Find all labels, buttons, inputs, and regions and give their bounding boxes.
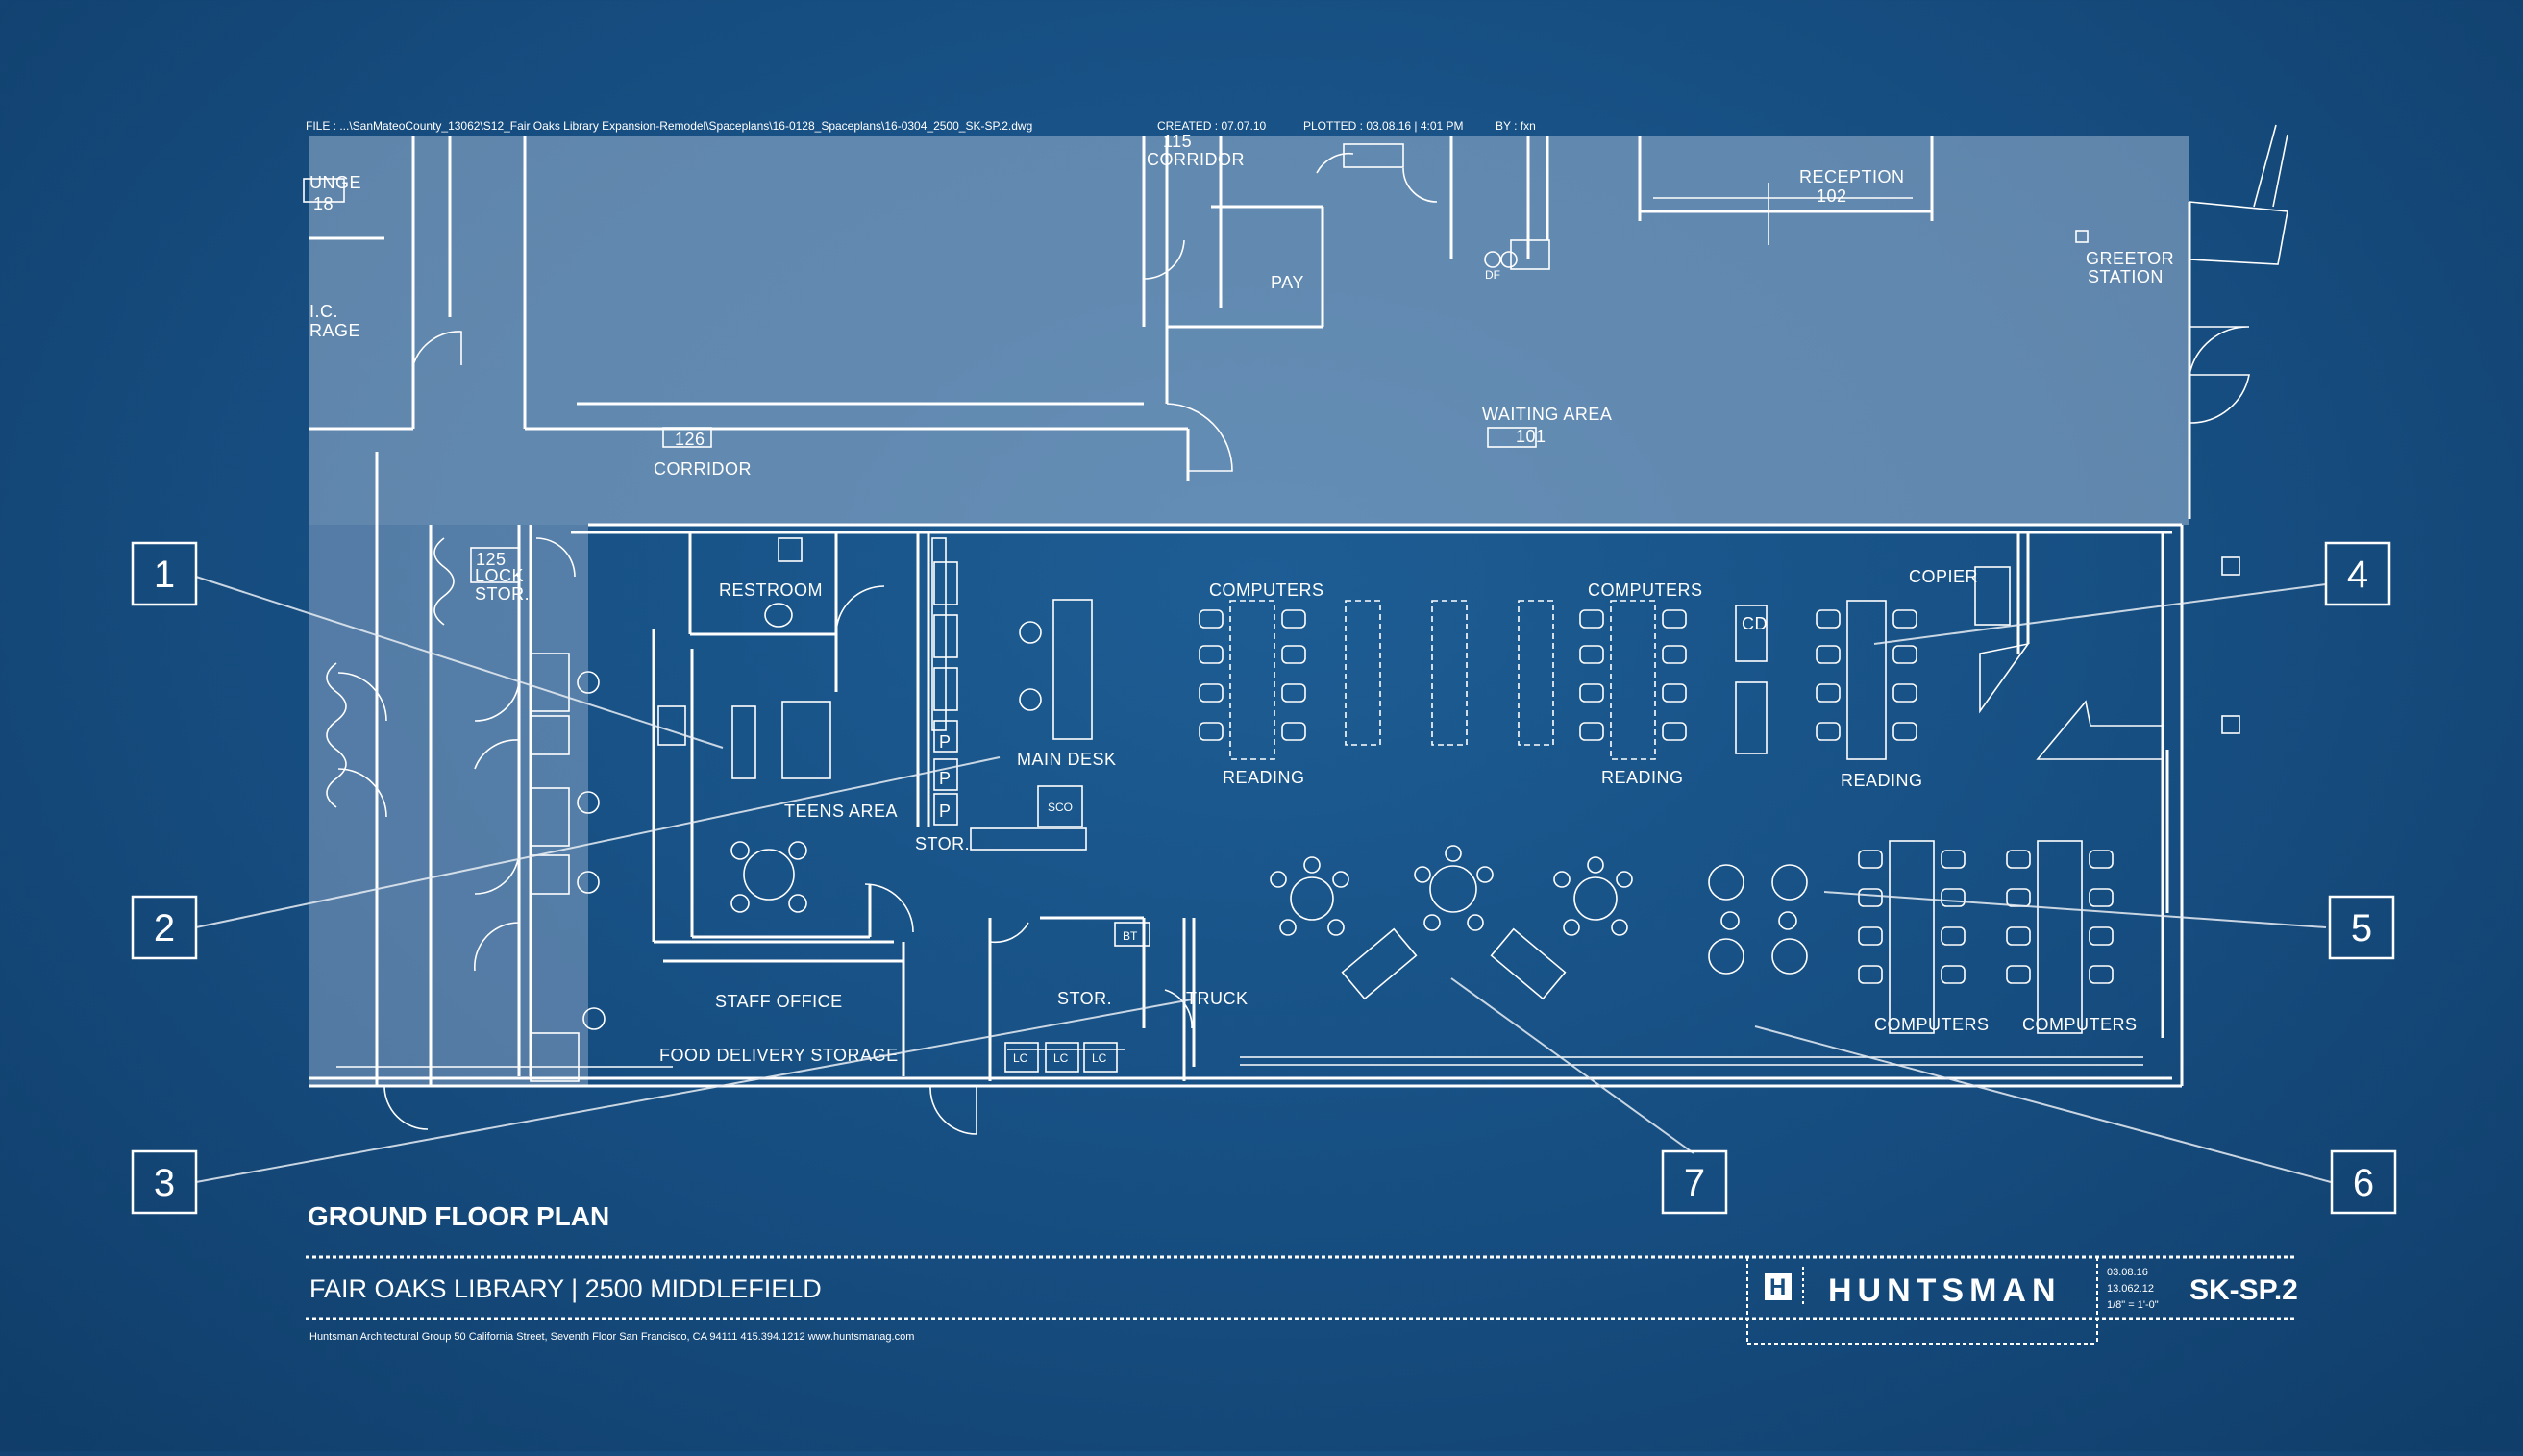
label-p-2: P — [939, 769, 952, 788]
huntsman-logo: H HUNTSMAN — [1765, 1267, 2062, 1309]
room-greetor-b: STATION — [2088, 267, 2164, 286]
project-name: FAIR OAKS LIBRARY | 2500 MIDDLEFIELD — [309, 1274, 822, 1303]
partition-curve — [326, 662, 347, 808]
svg-text:2: 2 — [154, 907, 175, 950]
drawing-scale: 1/8" = 1'-0" — [2107, 1299, 2159, 1311]
partition-curve-upper — [433, 537, 455, 626]
room-corridor-126: CORRIDOR — [654, 459, 752, 479]
room-stor-small: STOR. — [915, 834, 970, 853]
room-lock-stor-no: 125 — [476, 550, 507, 569]
room-corridor-115-no: 115 — [1163, 132, 1192, 151]
room-reception: RECEPTION — [1799, 167, 1905, 186]
computer-stations — [1199, 600, 2114, 1034]
label-cd: CD — [1742, 614, 1768, 633]
svg-text:1: 1 — [154, 554, 175, 596]
sheet-number: SK-SP.2 — [2189, 1274, 2298, 1306]
room-restroom: RESTROOM — [719, 580, 823, 600]
label-reading-1: READING — [1223, 768, 1305, 787]
room-corridor-115: CORRIDOR — [1147, 150, 1245, 169]
svg-text:4: 4 — [2347, 554, 2368, 596]
callout-4: 4 — [2324, 541, 2391, 606]
svg-text:5: 5 — [2351, 907, 2372, 950]
created-date: CREATED : 07.07.10 — [1157, 119, 1266, 133]
label-reading-2: READING — [1601, 768, 1684, 787]
label-computers-2: COMPUTERS — [1588, 580, 1703, 600]
svg-text:7: 7 — [1684, 1162, 1705, 1204]
room-food-delivery: FOOD DELIVERY STORAGE — [659, 1046, 899, 1065]
fixtures — [303, 143, 2089, 1082]
plan-title: GROUND FLOOR PLAN — [308, 1201, 609, 1231]
callout-2: 2 — [131, 895, 198, 960]
label-copier: COPIER — [1909, 567, 1978, 586]
svg-text:HUNTSMAN: HUNTSMAN — [1828, 1272, 2062, 1309]
plotted-date: PLOTTED : 03.08.16 | 4:01 PM — [1303, 119, 1464, 133]
room-ec-b: RAGE — [309, 321, 360, 340]
label-lc-3: LC — [1092, 1051, 1107, 1065]
room-staff-office: STAFF OFFICE — [715, 992, 843, 1011]
callout-7: 7 — [1661, 1149, 1728, 1215]
label-computers-4: COMPUTERS — [2022, 1015, 2138, 1034]
room-ec-a: I.C. — [309, 302, 338, 321]
wall-lines — [309, 124, 2288, 1088]
label-computers-3: COMPUTERS — [1874, 1015, 1990, 1034]
reading-tables — [577, 621, 1808, 1030]
room-teens-area: TEENS AREA — [784, 802, 898, 821]
label-computers-1: COMPUTERS — [1209, 580, 1324, 600]
label-bt: BT — [1123, 929, 1138, 943]
firm-address: Huntsman Architectural Group 50 Californ… — [309, 1331, 914, 1343]
room-corridor-126-no: 126 — [675, 430, 705, 449]
svg-text:H: H — [1769, 1274, 1786, 1300]
drawn-by: BY : fxn — [1496, 119, 1536, 133]
room-stor: STOR. — [1057, 989, 1112, 1008]
callout-6: 6 — [2330, 1149, 2397, 1215]
room-greetor-a: GREETOR — [2086, 249, 2174, 268]
upper-existing-zone — [309, 136, 2189, 525]
callout-5: 5 — [2328, 895, 2395, 960]
room-lounge-no: 18 — [313, 194, 334, 213]
project-number: 13.062.12 — [2107, 1283, 2154, 1295]
left-existing-zone — [309, 525, 588, 1086]
label-reading-3: READING — [1841, 771, 1923, 790]
label-p-1: P — [939, 732, 952, 752]
room-sco: SCO — [1048, 801, 1073, 814]
svg-text:6: 6 — [2353, 1162, 2374, 1204]
room-waiting-area: WAITING AREA — [1482, 405, 1612, 424]
room-df: DF — [1485, 268, 1500, 282]
room-main-desk: MAIN DESK — [1017, 750, 1117, 769]
sheet-date: 03.08.16 — [2107, 1267, 2148, 1278]
room-lock-stor-b: STOR. — [475, 584, 530, 604]
label-lc-1: LC — [1013, 1051, 1028, 1065]
room-lounge: UNGE — [309, 173, 361, 192]
label-p-3: P — [939, 802, 952, 821]
room-waiting-no: 101 — [1516, 427, 1546, 446]
room-truck: TRUCK — [1186, 989, 1249, 1008]
door-swings — [337, 152, 1438, 1135]
room-lock-stor-a: LOCK — [475, 566, 524, 585]
callout-leaders — [195, 576, 2332, 1183]
callout-1: 1 — [131, 541, 198, 606]
callout-3: 3 — [131, 1149, 198, 1215]
svg-text:3: 3 — [154, 1162, 175, 1204]
room-reception-no: 102 — [1817, 186, 1847, 206]
file-path: FILE : ...\SanMateoCounty_13062\S12_Fair… — [306, 119, 1032, 133]
label-lc-2: LC — [1053, 1051, 1069, 1065]
room-pay: PAY — [1271, 273, 1304, 292]
room-labels: UNGE 18 I.C. RAGE 115 CORRIDOR PAY DF RE… — [309, 132, 2174, 1065]
